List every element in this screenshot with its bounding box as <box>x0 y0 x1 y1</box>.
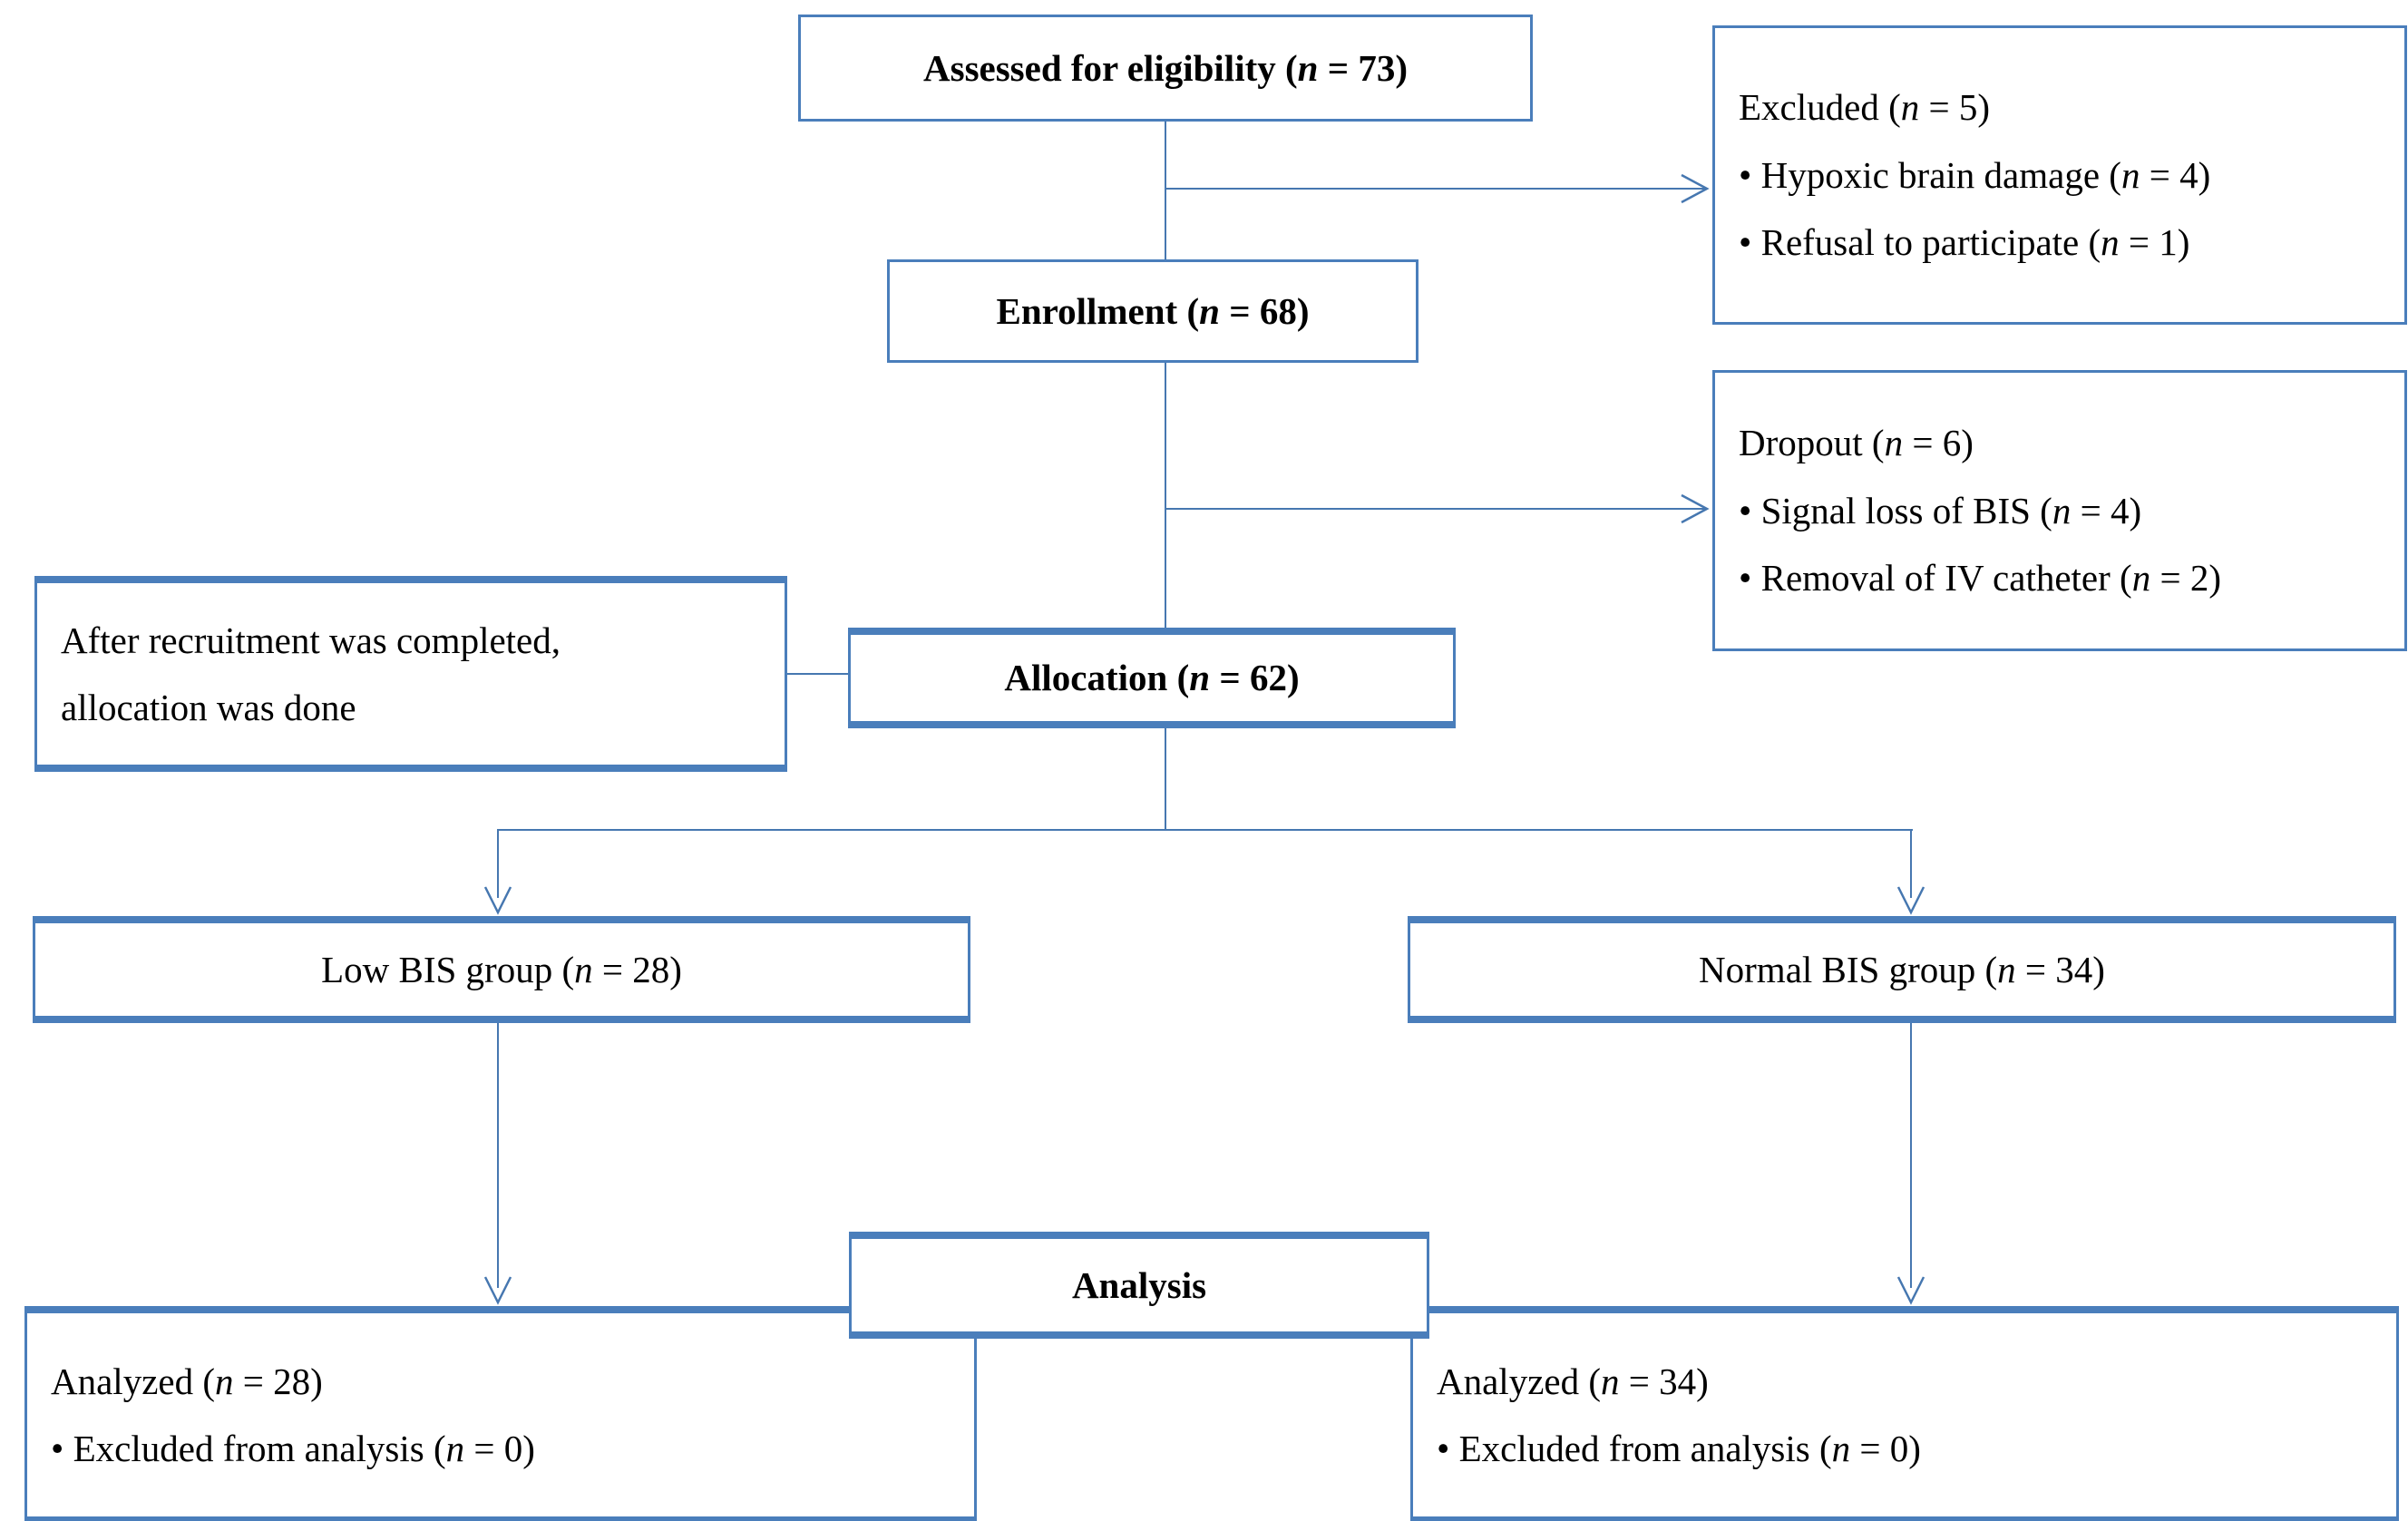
node-analysis[interactable]: Analysis <box>849 1232 1429 1339</box>
dropout-item: • Removal of IV catheter (n = 2) <box>1739 557 2221 600</box>
analyzed-normal-heading: Analyzed (n = 34) <box>1437 1360 1709 1402</box>
edge-allocation-stem <box>1165 728 1166 831</box>
arrowhead-to-excluded <box>1681 173 1710 204</box>
edge-split-to-normal-bis <box>1910 829 1912 898</box>
node-allocation-note[interactable]: After recruitment was completed, allocat… <box>34 576 787 772</box>
excluded-heading: Excluded (n = 5) <box>1739 86 1991 129</box>
arrowhead-to-normal-bis-group <box>1896 886 1925 915</box>
node-dropout[interactable]: Dropout (n = 6) • Signal loss of BIS (n … <box>1712 370 2407 651</box>
edge-assessed-to-excluded <box>1165 188 1707 190</box>
analyzed-low-item: • Excluded from analysis (n = 0) <box>51 1428 535 1469</box>
assessed-label: Assessed for eligibility (n = 73) <box>923 46 1408 89</box>
edge-note-to-allocation <box>787 673 851 675</box>
arrowhead-to-low-bis-group <box>483 886 512 915</box>
analysis-label: Analysis <box>1071 1263 1207 1306</box>
analyzed-low-heading: Analyzed (n = 28) <box>51 1360 323 1402</box>
analyzed-normal-item: • Excluded from analysis (n = 0) <box>1437 1428 1921 1469</box>
edge-enrollment-to-dropout <box>1165 508 1707 510</box>
node-low-bis-group[interactable]: Low BIS group (n = 28) <box>33 916 970 1023</box>
node-analyzed-normal-bis[interactable]: Analyzed (n = 34) • Excluded from analys… <box>1410 1306 2399 1521</box>
node-excluded[interactable]: Excluded (n = 5) • Hypoxic brain damage … <box>1712 25 2407 325</box>
arrowhead-to-analyzed-normal <box>1896 1276 1925 1305</box>
edge-split-to-low-bis <box>497 829 499 898</box>
edge-normal-bis-to-analyzed <box>1910 1023 1912 1288</box>
enrollment-label: Enrollment (n = 68) <box>996 289 1310 332</box>
excluded-item: • Hypoxic brain damage (n = 4) <box>1739 153 2211 196</box>
note-line-1: After recruitment was completed, <box>61 619 561 661</box>
dropout-item: • Signal loss of BIS (n = 4) <box>1739 489 2142 531</box>
excluded-item: • Refusal to participate (n = 1) <box>1739 221 2190 264</box>
edge-enrollment-to-allocation <box>1165 363 1166 662</box>
node-allocation[interactable]: Allocation (n = 62) <box>848 628 1456 728</box>
edge-assessed-to-enrollment <box>1165 122 1166 259</box>
node-assessed-for-eligibility[interactable]: Assessed for eligibility (n = 73) <box>798 15 1533 122</box>
node-normal-bis-group[interactable]: Normal BIS group (n = 34) <box>1408 916 2396 1023</box>
low-bis-group-label: Low BIS group (n = 28) <box>321 948 682 990</box>
arrowhead-to-dropout <box>1681 493 1710 524</box>
normal-bis-group-label: Normal BIS group (n = 34) <box>1699 948 2105 990</box>
arrowhead-to-analyzed-low <box>483 1276 512 1305</box>
node-analyzed-low-bis[interactable]: Analyzed (n = 28) • Excluded from analys… <box>24 1306 977 1521</box>
allocation-label: Allocation (n = 62) <box>1004 657 1300 699</box>
dropout-heading: Dropout (n = 6) <box>1739 422 1974 464</box>
node-enrollment[interactable]: Enrollment (n = 68) <box>887 259 1418 363</box>
note-line-2: allocation was done <box>61 687 356 728</box>
edge-low-bis-to-analyzed <box>497 1023 499 1288</box>
edge-allocation-split-bar <box>497 829 1913 831</box>
